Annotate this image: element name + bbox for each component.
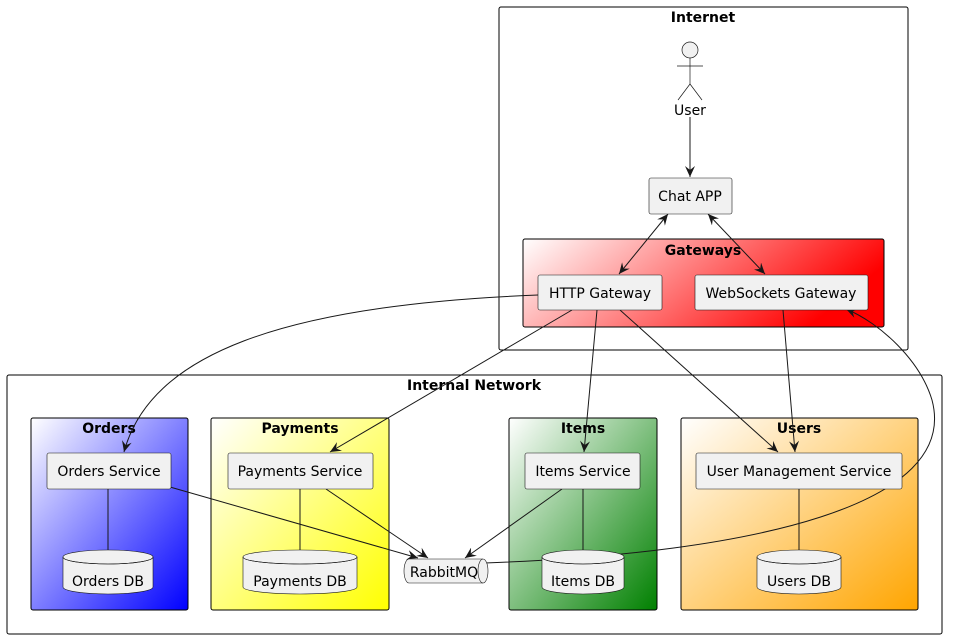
internet-frame: Internet xyxy=(498,6,909,351)
users-db[interactable]: Users DB xyxy=(756,549,842,595)
user-management-service-label: User Management Service xyxy=(707,464,892,480)
user-actor-icon xyxy=(677,41,703,101)
payments-db[interactable]: Payments DB xyxy=(242,549,358,595)
items-db[interactable]: Items DB xyxy=(541,549,625,595)
database-icon xyxy=(541,549,625,595)
websockets-gateway-label: WebSockets Gateway xyxy=(706,286,857,302)
orders-package-title: Orders xyxy=(82,421,136,437)
edge-chat-http xyxy=(618,213,669,275)
internet-frame-title: Internet xyxy=(671,10,736,26)
internal-network-frame-title: Internal Network xyxy=(407,378,542,394)
payments-package-title: Payments xyxy=(261,421,338,437)
edge-items-to-rabbitmq xyxy=(464,488,563,559)
edge-payments-to-rabbitmq xyxy=(325,488,429,559)
database-icon xyxy=(756,549,842,595)
edge-http-to-payments xyxy=(329,309,573,453)
chat-app-label: Chat APP xyxy=(658,189,722,205)
users-package-title: Users xyxy=(777,421,821,437)
edge-http-to-users xyxy=(619,309,779,453)
payments-service-label: Payments Service xyxy=(238,464,363,480)
rabbitmq-queue[interactable]: RabbitMQ xyxy=(403,558,489,584)
edge-rabbitmq-to-ws xyxy=(484,308,935,564)
orders-db-label: Orders DB xyxy=(72,574,144,590)
database-icon xyxy=(62,549,154,595)
gateways-package-title: Gateways xyxy=(665,243,742,259)
orders-service-node[interactable]: Orders Service xyxy=(46,452,172,490)
queue-icon xyxy=(403,558,489,584)
websockets-gateway-node[interactable]: WebSockets Gateway xyxy=(694,274,869,311)
database-icon xyxy=(242,549,358,595)
payments-db-label: Payments DB xyxy=(253,574,346,590)
chat-app-node[interactable]: Chat APP xyxy=(648,177,733,215)
orders-db[interactable]: Orders DB xyxy=(62,549,154,595)
users-db-label: Users DB xyxy=(767,574,831,590)
edge-chat-ws xyxy=(707,213,766,275)
http-gateway-node[interactable]: HTTP Gateway xyxy=(537,274,663,311)
edge-ws-to-users xyxy=(782,309,800,453)
user-actor[interactable]: User xyxy=(674,41,706,119)
payments-service-node[interactable]: Payments Service xyxy=(227,452,374,490)
items-service-label: Items Service xyxy=(535,464,630,480)
user-actor-label: User xyxy=(674,103,706,119)
edge-orders-to-rabbitmq xyxy=(169,486,419,560)
user-management-service-node[interactable]: User Management Service xyxy=(695,452,903,490)
internal-network-frame: Internal Network xyxy=(6,374,943,635)
items-package-title: Items xyxy=(561,421,605,437)
items-db-label: Items DB xyxy=(551,574,615,590)
orders-service-label: Orders Service xyxy=(57,464,160,480)
edge-http-to-items xyxy=(580,309,598,453)
edge-http-to-orders xyxy=(122,294,539,453)
rabbitmq-label: RabbitMQ xyxy=(410,565,478,581)
http-gateway-label: HTTP Gateway xyxy=(549,286,651,302)
items-service-node[interactable]: Items Service xyxy=(524,452,641,490)
